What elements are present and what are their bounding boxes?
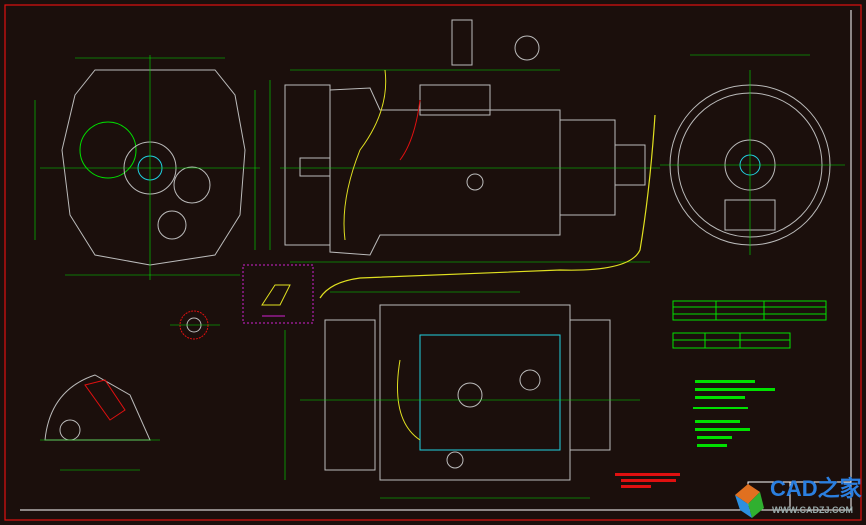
- outer-border: [4, 4, 862, 521]
- detail-part: [261, 284, 291, 306]
- side-view: [269, 19, 660, 263]
- watermark-url: WWW.CADZJ.COM: [772, 505, 853, 515]
- red-notes: [615, 473, 680, 488]
- sector-detail: [40, 374, 160, 471]
- watermark-brand: CAD之家: [770, 476, 862, 501]
- detail-box: [242, 264, 314, 324]
- spec-table-1: [672, 300, 827, 321]
- right-end-view: [660, 54, 845, 255]
- cad-logo-icon: [735, 484, 764, 518]
- left-end-view: [34, 55, 260, 280]
- gear-section: [170, 310, 220, 340]
- technical-notes: [693, 380, 775, 447]
- spec-table-2: [672, 332, 791, 349]
- cable-path: [319, 114, 656, 299]
- top-view: [284, 291, 640, 499]
